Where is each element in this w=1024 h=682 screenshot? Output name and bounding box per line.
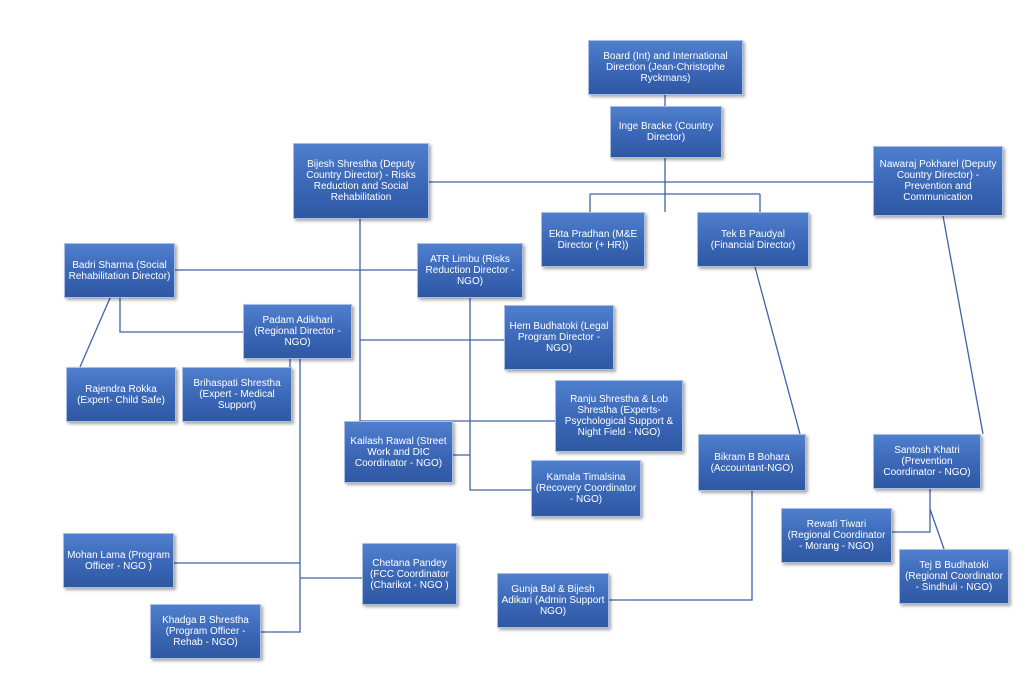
- org-node-rewati: Rewati Tiwari (Regional Coordinator - Mo…: [781, 508, 892, 563]
- org-node-inge: Inge Bracke (Country Director): [610, 106, 722, 158]
- connector-line: [754, 266, 801, 435]
- org-node-kamala: Kamala Timalsina (Recovery Coordinator -…: [531, 460, 641, 517]
- org-node-bijesh: Bijesh Shrestha (Deputy Country Director…: [293, 143, 429, 219]
- connector-line: [469, 298, 531, 491]
- org-node-ranju: Ranju Shrestha & Lob Shrestha (Experts- …: [555, 380, 683, 452]
- org-node-santosh: Santosh Khatri (Prevention Coordinator -…: [873, 434, 981, 489]
- org-node-gunja: Gunja Bal & Bijesh Adikari (Admin Suppor…: [497, 573, 609, 628]
- connector-line: [929, 508, 945, 550]
- org-node-tej: Tej B Budhatoki (Regional Coordinator - …: [899, 549, 1009, 604]
- connector-line: [609, 491, 753, 601]
- org-node-rajendra: Rajendra Rokka (Expert- Child Safe): [66, 367, 176, 422]
- org-node-padam: Padam Adikhari (Regional Director - NGO): [243, 304, 352, 359]
- org-node-brihaspati: Brihaspati Shrestha (Expert - Medical Su…: [182, 367, 292, 422]
- org-node-bikram: Bikram B Bohara (Accountant-NGO): [698, 434, 806, 491]
- org-node-badri: Badri Sharma (Social Rehabilitation Dire…: [64, 243, 175, 298]
- org-node-mohan: Mohan Lama (Program Officer - NGO ): [63, 533, 174, 588]
- connector-line: [79, 297, 111, 368]
- org-node-hem: Hem Budhatoki (Legal Program Director - …: [504, 305, 614, 370]
- org-node-tek: Tek B Paudyal (Financial Director): [697, 212, 809, 267]
- org-node-board: Board (Int) and International Direction …: [588, 40, 743, 95]
- connector-line: [942, 215, 984, 435]
- org-node-chetana: Chetana Pandey (FCC Coordinator (Chariko…: [362, 543, 457, 605]
- connector-line: [892, 489, 931, 533]
- org-node-atr: ATR Limbu (Risks Reduction Director - NG…: [417, 243, 523, 298]
- connector-line: [261, 359, 301, 633]
- org-node-kailash: Kailash Rawal (Street Work and DIC Coord…: [344, 421, 453, 483]
- org-node-nawaraj: Nawaraj Pokharel (Deputy Country Directo…: [873, 146, 1003, 216]
- connector-line: [119, 298, 243, 333]
- org-node-khadga: Khadga B Shrestha (Program Officer - Reh…: [150, 604, 261, 659]
- org-node-ekta: Ekta Pradhan (M&E Director (+ HR)): [541, 212, 645, 267]
